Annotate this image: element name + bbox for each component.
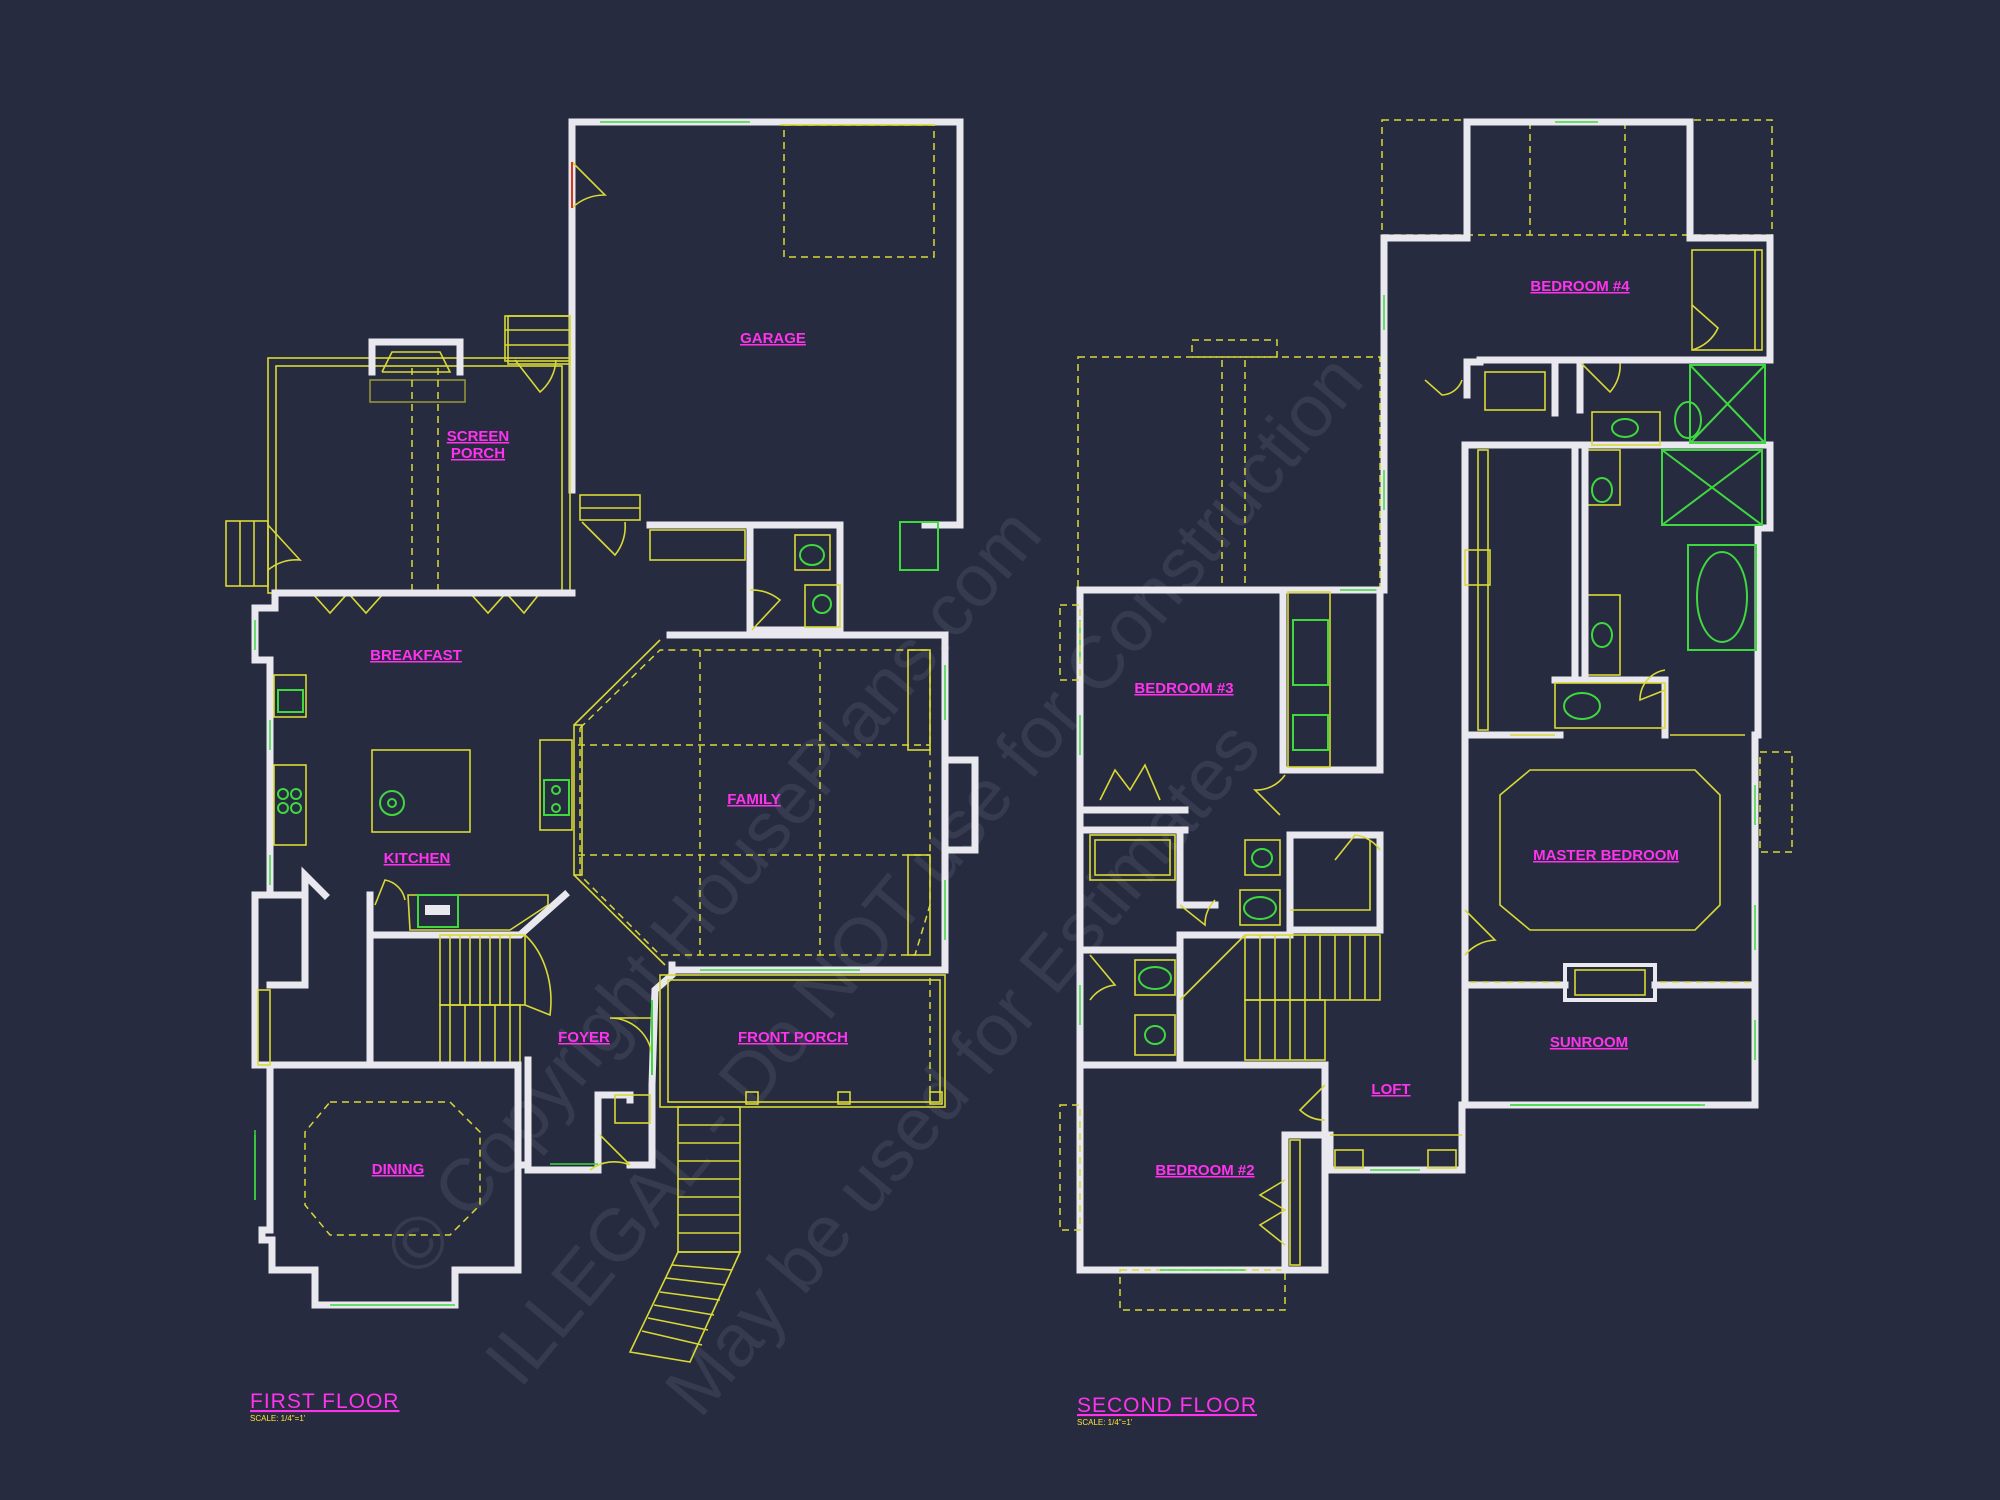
second-floor-scale: SCALE: 1/4"=1': [1077, 1418, 1133, 1427]
room-label-breakfast: BREAKFAST: [370, 647, 462, 664]
room-label-foyer: FOYER: [558, 1029, 610, 1046]
first-floor-stairs: [257, 866, 570, 1069]
master-bath: [1461, 364, 1774, 739]
first-floor-scale: SCALE: 1/4"=1': [250, 1414, 306, 1423]
room-label-family: FAMILY: [727, 791, 781, 808]
room-label-screen-porch-1: SCREEN: [447, 428, 510, 445]
bedroom-2: [1059, 985, 1329, 1311]
room-label-dining: DINING: [372, 1161, 425, 1178]
second-floor-plan: BEDROOM #4 BEDROOM #3 MASTER BEDROOM SUN…: [1059, 118, 1793, 1427]
second-floor-title: SECOND FLOOR: [1077, 1394, 1257, 1417]
front-steps: [628, 1106, 742, 1363]
garage-walls: [504, 118, 964, 634]
room-label-bedroom-3: BEDROOM #3: [1134, 680, 1233, 697]
room-label-bedroom-2: BEDROOM #2: [1155, 1162, 1254, 1179]
first-floor-plan: GARAGE SCREEN PORCH BREAKFAST FAMILY KIT…: [225, 118, 979, 1423]
bedroom-4: [1380, 118, 1774, 594]
room-label-master-bedroom: MASTER BEDROOM: [1533, 847, 1679, 864]
room-label-kitchen: KITCHEN: [384, 850, 451, 867]
powder-room: [746, 521, 841, 634]
second-floor-stairs: [1176, 931, 1381, 1069]
watermark-line-2: ILLEGAL - Do NOT use for Construction: [469, 339, 1379, 1401]
first-floor-title: FIRST FLOOR: [250, 1390, 399, 1413]
front-porch: [628, 974, 946, 1363]
room-label-sunroom: SUNROOM: [1550, 1034, 1628, 1051]
dining-room: [254, 1061, 522, 1236]
room-label-front-porch: FRONT PORCH: [738, 1029, 848, 1046]
family-room: [573, 639, 931, 971]
room-label-garage: GARAGE: [740, 330, 806, 347]
foyer-area: [550, 1000, 654, 1171]
room-label-bedroom-4: BEDROOM #4: [1530, 278, 1630, 295]
room-label-screen-porch-2: PORCH: [451, 445, 505, 462]
loft: [1298, 1061, 1466, 1174]
kitchen: [273, 674, 573, 931]
room-label-loft: LOFT: [1371, 1081, 1410, 1098]
